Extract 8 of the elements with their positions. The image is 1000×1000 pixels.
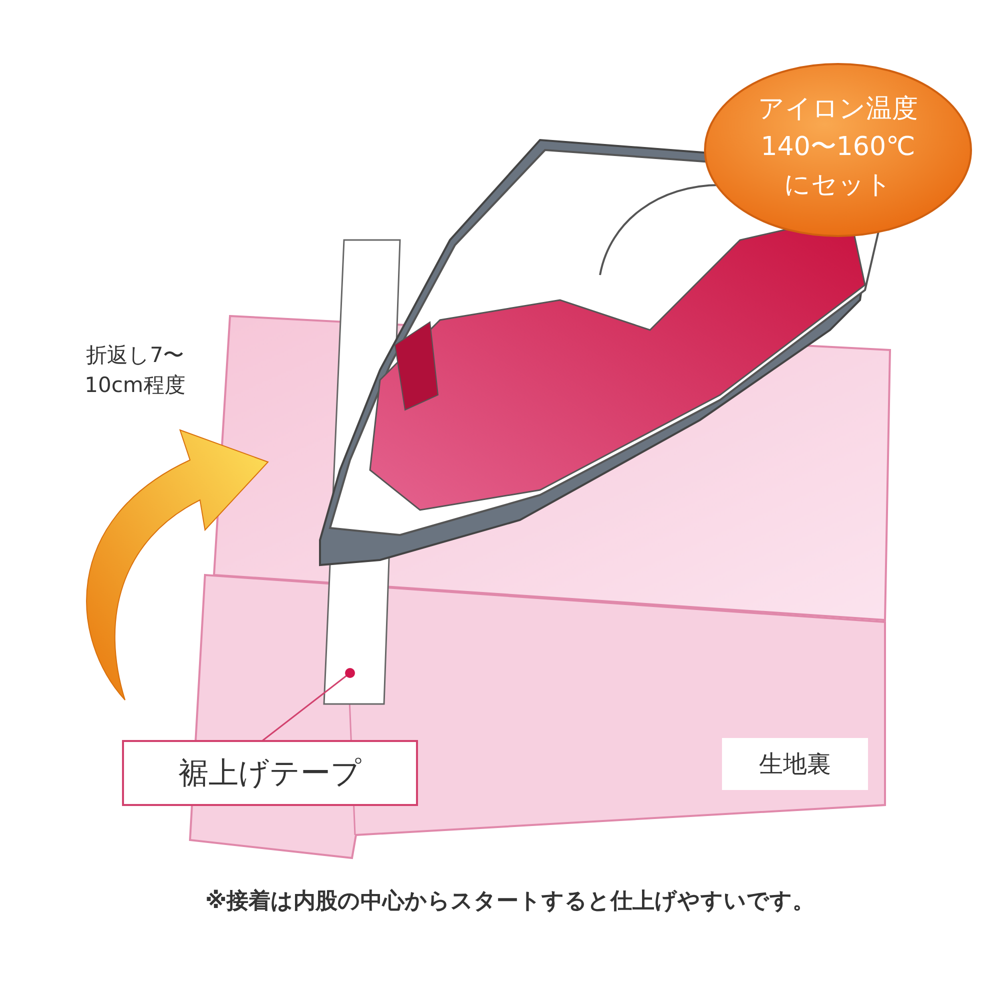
label-box [722,738,868,790]
leader-line [262,668,355,742]
caption: ※接着は内股の中心からスタートすると仕上げやすいです。 [204,888,816,916]
callout-text: 裾上げテープ [178,754,362,792]
callout-box [122,740,418,806]
temperature-note: アイロン温度140〜160℃にセット [757,93,919,202]
fold-note: 折返し7〜10cm程度 [84,342,186,399]
label-text: 生地裏 [759,749,831,780]
